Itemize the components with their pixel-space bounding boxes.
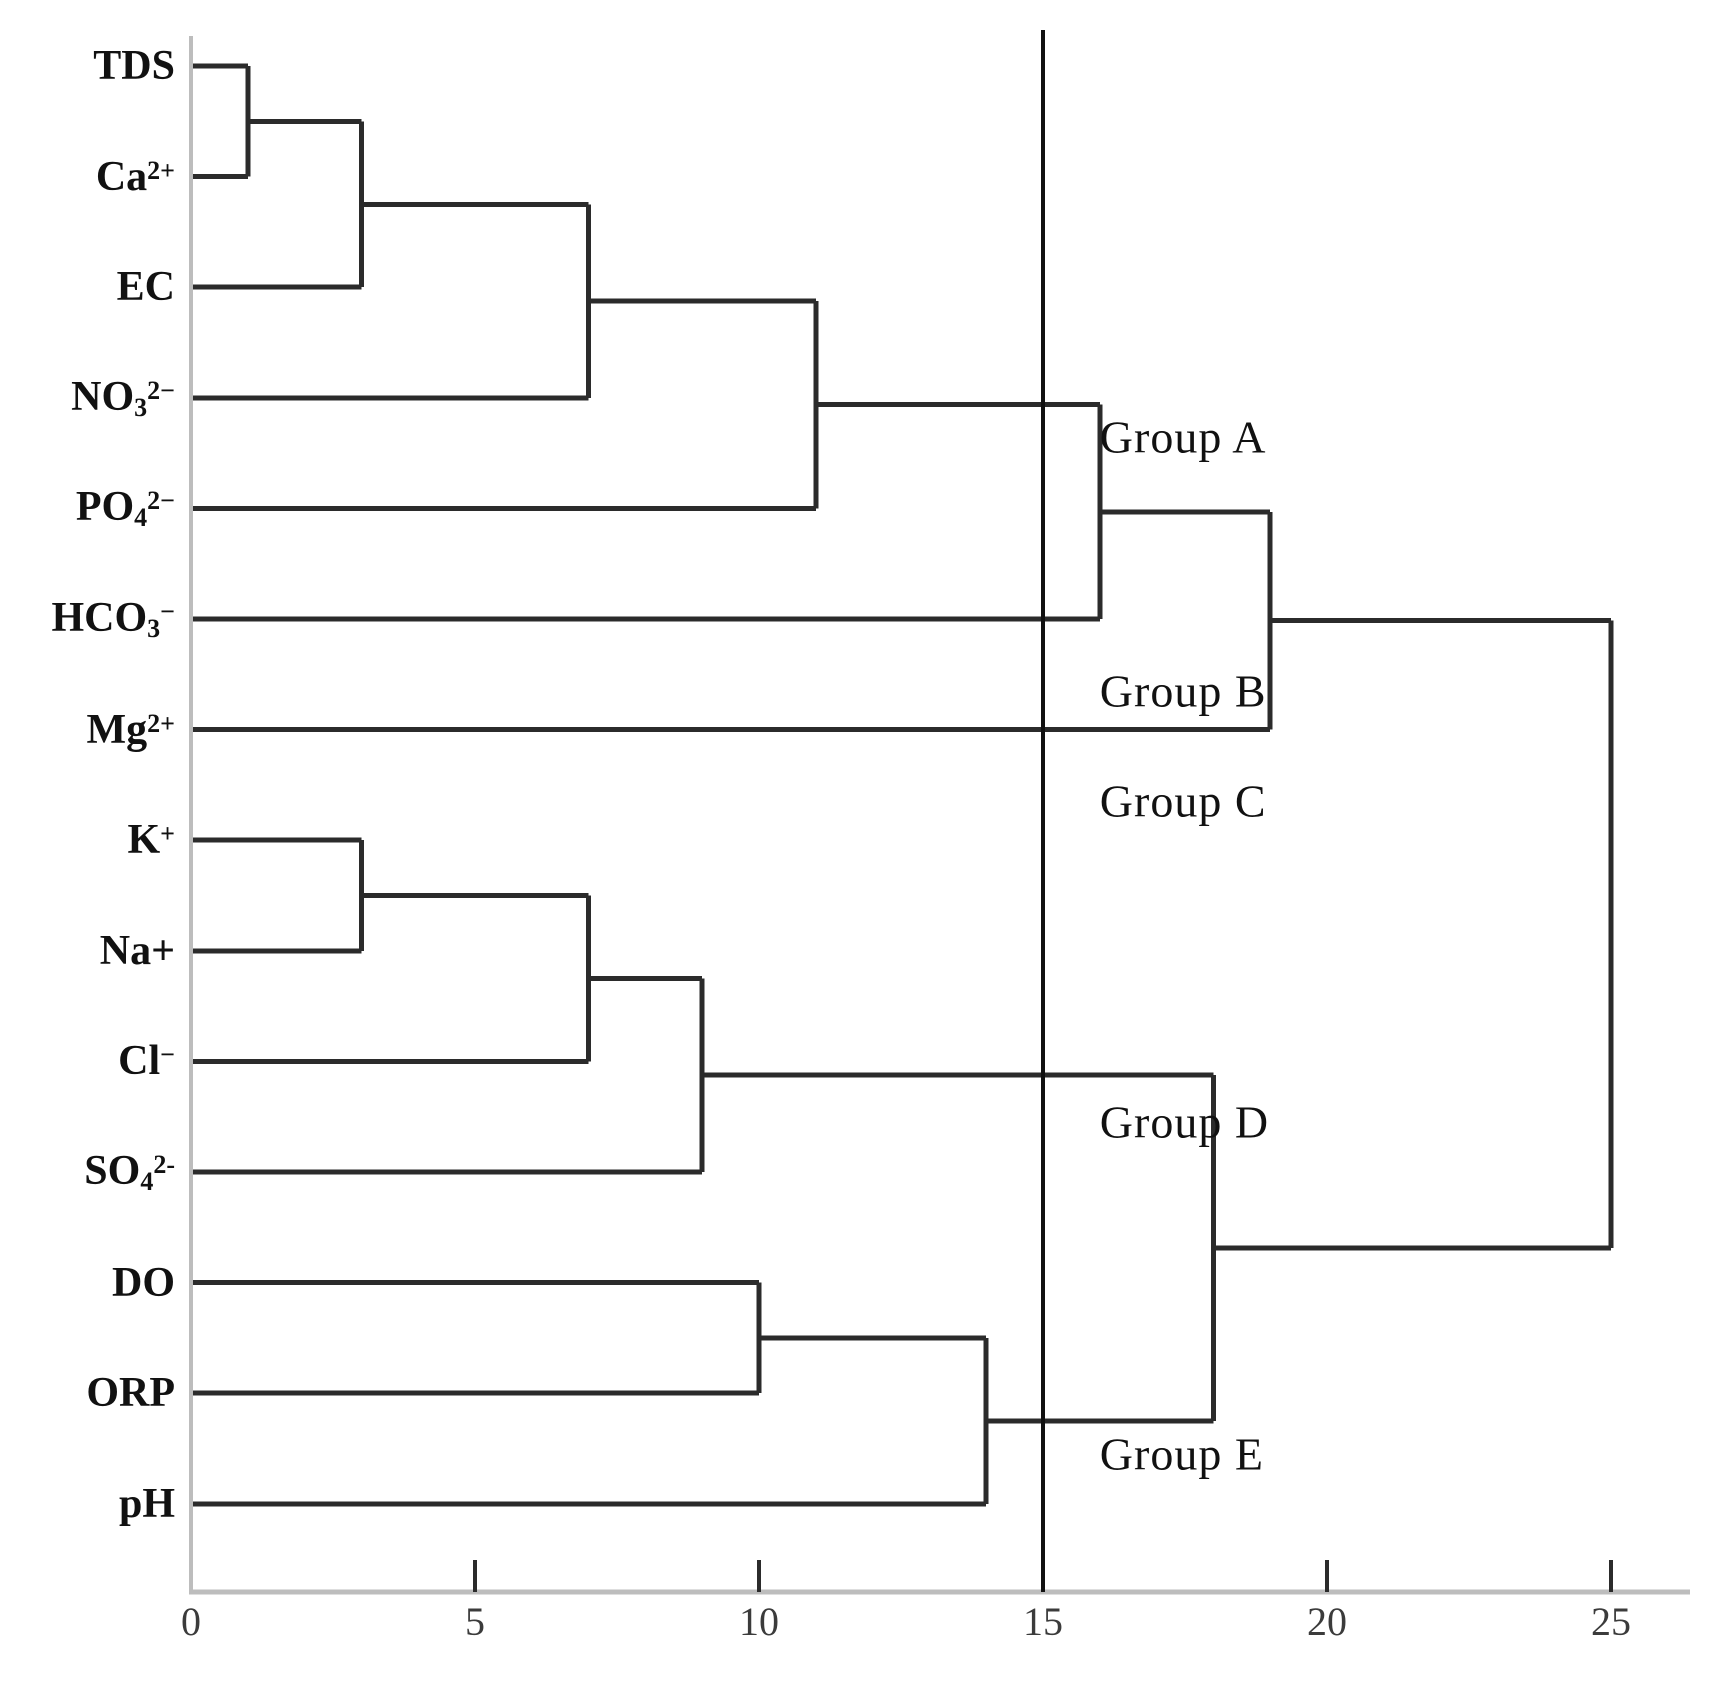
x-axis-tick-label: 0 <box>181 1599 201 1644</box>
leaf-label-cl: Cl− <box>118 1038 175 1085</box>
leaf-label-tds: TDS <box>93 43 175 89</box>
leaf-label-superscript: 2- <box>153 1150 175 1180</box>
group-annotation-group-a: Group A <box>1099 411 1267 462</box>
leaf-label-subscript: 4 <box>134 503 148 533</box>
x-axis-tick-label: 10 <box>739 1599 779 1644</box>
x-axis-tick-label: 25 <box>1591 1599 1631 1644</box>
group-annotation-group-c: Group C <box>1099 775 1267 827</box>
leaf-label-superscript: + <box>160 819 175 849</box>
leaf-label-subscript: 4 <box>140 1166 154 1196</box>
leaf-label-superscript: − <box>160 1040 175 1070</box>
group-annotation-group-e: Group E <box>1099 1428 1264 1480</box>
leaf-label-superscript: 2+ <box>147 155 175 185</box>
leaf-label-k: K+ <box>127 817 176 864</box>
leaf-label-subscript: 3 <box>134 392 148 422</box>
leaf-label-po4: PO42− <box>75 484 175 533</box>
leaf-label-superscript: − <box>160 597 175 627</box>
leaf-label-superscript: 2− <box>147 486 175 516</box>
leaf-label-ph: pH <box>118 1480 175 1527</box>
leaf-label-ec: EC <box>116 264 175 311</box>
leaf-label-so4: SO42- <box>84 1148 175 1196</box>
leaf-label-do: DO <box>112 1259 175 1306</box>
leaf-label-orp: ORP <box>86 1370 175 1417</box>
leaf-label-na: Na+ <box>99 927 175 974</box>
group-annotation-group-b: Group B <box>1099 665 1267 717</box>
leaf-label-superscript: 2− <box>147 376 175 406</box>
leaf-label-subscript: 3 <box>147 613 161 643</box>
leaf-label-superscript: 2+ <box>147 708 175 738</box>
group-annotation-group-d: Group D <box>1099 1096 1270 1148</box>
leaf-label-ca: Ca2+ <box>95 153 175 200</box>
x-axis-tick-label: 5 <box>465 1599 485 1644</box>
leaf-label-hco3: HCO3− <box>51 595 176 643</box>
x-axis-tick-label: 15 <box>1023 1599 1063 1644</box>
leaf-label-mg: Mg2+ <box>86 706 175 753</box>
leaf-label-no3: NO32− <box>71 373 175 422</box>
x-axis-tick-label: 20 <box>1307 1599 1347 1644</box>
